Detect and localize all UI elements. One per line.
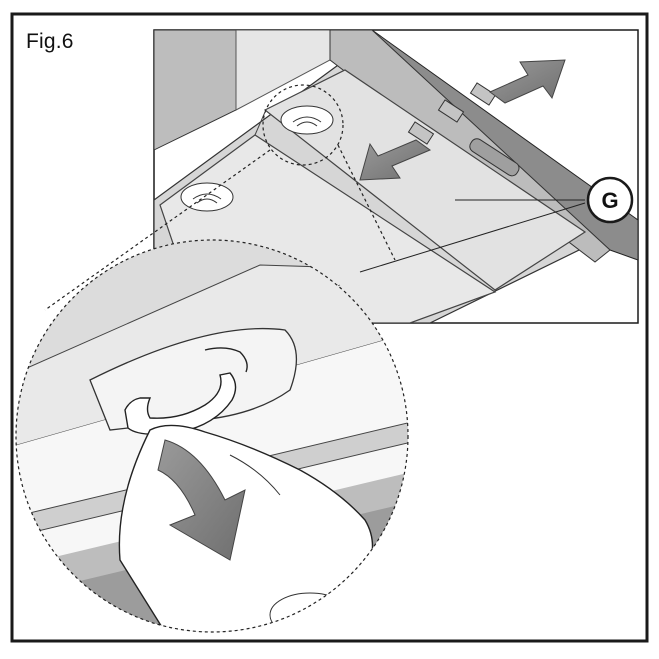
pull-arrow-icon — [489, 59, 566, 104]
lamp-1 — [280, 105, 334, 135]
callout-label: G — [601, 188, 618, 213]
push-arrow-icon — [359, 139, 432, 181]
grease-filter-right — [263, 69, 587, 291]
finger-pull-arrow-icon — [157, 439, 246, 561]
zoom-source-circle — [262, 84, 344, 166]
figure-label: Fig.6 — [26, 30, 74, 53]
callout-circle-icon — [586, 176, 634, 224]
lamp-2 — [180, 182, 234, 212]
zoom-line-left — [44, 149, 271, 311]
magnified-detail — [15, 239, 409, 633]
magnified-circle-border — [15, 239, 409, 633]
